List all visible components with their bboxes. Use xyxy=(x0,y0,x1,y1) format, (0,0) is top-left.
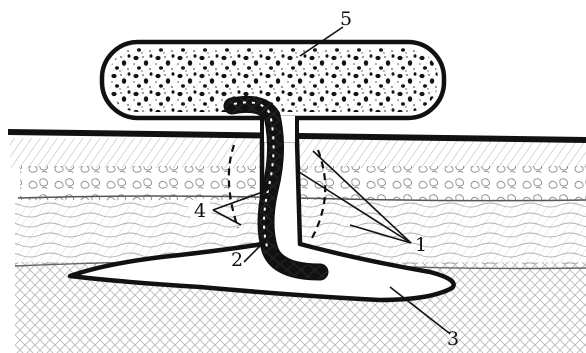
label-2: 2 xyxy=(231,249,243,271)
label-5: 5 xyxy=(340,8,352,30)
label-4: 4 xyxy=(194,200,206,222)
label-3: 3 xyxy=(447,328,459,350)
label-1: 1 xyxy=(415,234,427,256)
fat-layer xyxy=(20,166,586,200)
